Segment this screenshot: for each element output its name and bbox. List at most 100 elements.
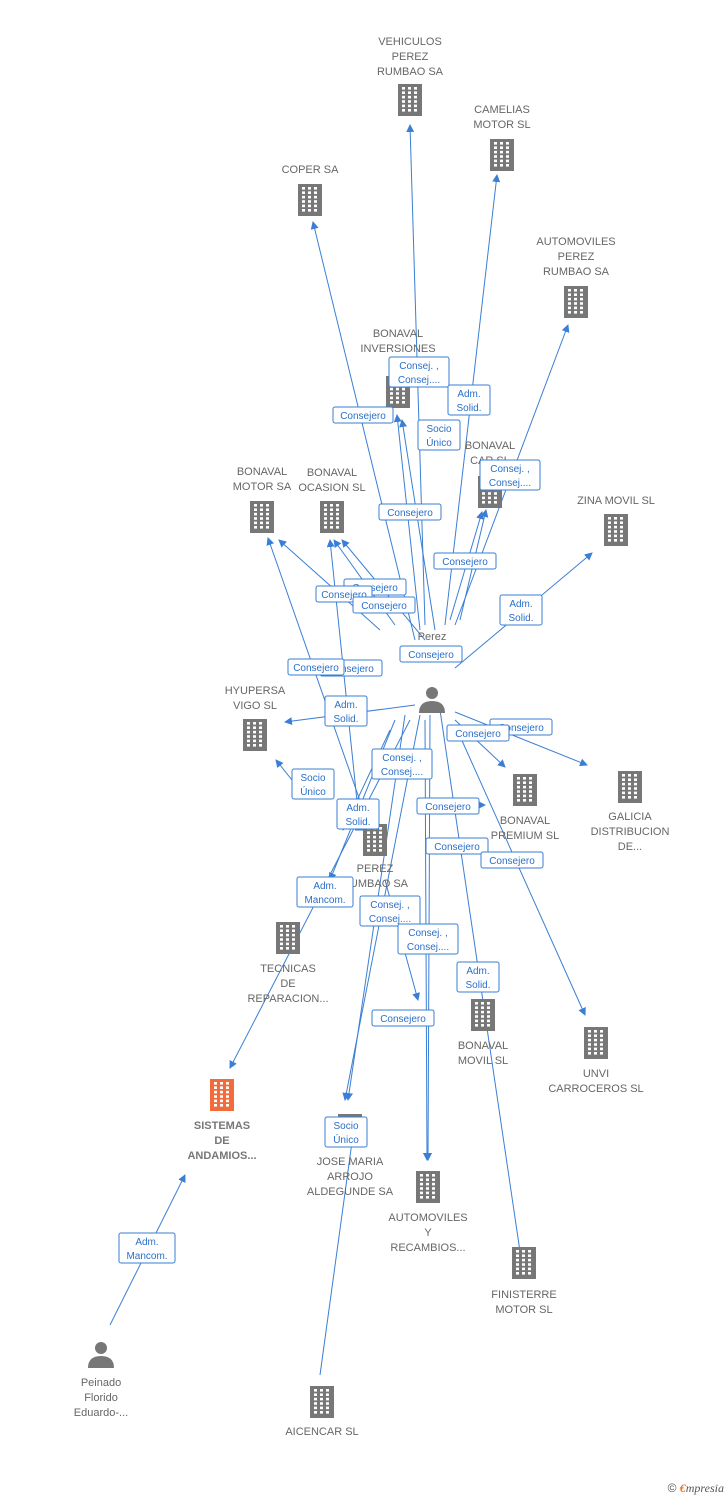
edge-label[interactable]: Adm. Mancom.	[296, 876, 354, 908]
node-perez-joaquin[interactable]: PerezJoaquin	[413, 631, 452, 713]
edge-label[interactable]: Consejero	[399, 645, 463, 663]
edge-label-text: Adm.	[466, 966, 489, 977]
edge-label-text: Único	[333, 1133, 359, 1146]
edge-label-text: Socio	[333, 1121, 358, 1132]
edge-label-text: Consej. ,	[490, 464, 529, 475]
edge-label[interactable]: Adm.Solid.	[324, 695, 368, 727]
edge-label[interactable]: Consej. ,Consej....	[397, 923, 459, 955]
edge-label-text: Consejero	[442, 557, 488, 568]
edge-label[interactable]: Consej. ,Consej....	[479, 459, 541, 491]
node-label: Florido	[84, 1392, 118, 1404]
edge-label[interactable]: Adm.Solid.	[499, 594, 543, 626]
edge-label[interactable]: Adm. Mancom.	[118, 1232, 176, 1264]
person-icon	[88, 1342, 114, 1368]
edge-label[interactable]: Consej. ,Consej....	[371, 748, 433, 780]
node-label: DISTRIBUCION	[591, 826, 670, 838]
edge-label-text: Consejero	[340, 411, 386, 422]
node-label: ZINA MOVIL SL	[577, 495, 655, 507]
edge-label-text: Consejero	[380, 1014, 426, 1025]
edge-label[interactable]: Adm. Solid.	[456, 961, 500, 993]
node-label: MOTOR SL	[495, 1304, 552, 1316]
node-label: AICENCAR SL	[285, 1426, 358, 1438]
edge-label[interactable]: Consejero	[287, 658, 345, 676]
edge-label-text: Solid.	[345, 817, 370, 828]
edge-label[interactable]: Consejero	[332, 406, 394, 424]
node-tecnicas[interactable]: TECNICASDEREPARACION...	[247, 922, 329, 1005]
node-label: INVERSIONES	[360, 343, 435, 355]
node-label: CAMELIAS	[474, 104, 530, 116]
node-coper[interactable]: COPER SA	[282, 164, 340, 216]
edge-line	[399, 419, 436, 631]
node-label: ARROJO	[327, 1171, 373, 1183]
node-finisterre[interactable]: FINISTERRE MOTOR SL	[491, 1247, 557, 1316]
edge-label[interactable]: Adm.Solid.	[447, 384, 491, 416]
edge-label-text: Consejero	[455, 729, 501, 740]
node-galicia[interactable]: GALICIADISTRIBUCIONDE...	[591, 771, 670, 853]
edge-label[interactable]: Consejero	[433, 552, 497, 570]
node-peinado[interactable]: PeinadoFloridoEduardo-...	[74, 1342, 128, 1419]
node-label: BONAVAL	[307, 467, 357, 479]
edge-label-text: Consej. ,	[408, 928, 447, 939]
edge-label-text: Solid.	[465, 980, 490, 991]
edge-line	[454, 711, 588, 767]
building-icon	[250, 501, 274, 533]
node-label: CARROCEROS SL	[548, 1083, 643, 1095]
edge-label[interactable]: Consejero	[425, 837, 489, 855]
edge-label[interactable]: Consej. ,Consej....	[388, 356, 450, 388]
edge-label[interactable]: Consejero	[416, 797, 480, 815]
building-icon	[398, 84, 422, 116]
building-icon	[490, 139, 514, 171]
edge-label[interactable]: Consejero	[371, 1009, 435, 1027]
node-aicencar[interactable]: AICENCAR SL	[285, 1386, 359, 1438]
edge-label-text: Consejero	[361, 601, 407, 612]
node-zina[interactable]: ZINA MOVIL SL	[577, 495, 655, 546]
brand-logo[interactable]: €mpresia	[679, 1481, 724, 1495]
node-label: TECNICAS	[260, 963, 316, 975]
edge-line	[278, 539, 381, 631]
edge-label[interactable]: Consejero	[352, 596, 416, 614]
edge-label-text: Solid.	[456, 403, 481, 414]
node-label: FINISTERRE	[491, 1289, 556, 1301]
node-automoviles-recambios[interactable]: AUTOMOVILESYRECAMBIOS...	[388, 1171, 468, 1254]
edge-label-text: Adm.	[135, 1237, 158, 1248]
edge-label-text: Adm.	[313, 881, 336, 892]
building-icon	[320, 501, 344, 533]
node-label: GALICIA	[608, 811, 652, 823]
edge-label[interactable]: Consejero	[446, 724, 510, 742]
edge-label-text: Adm.	[346, 803, 369, 814]
node-bonaval-ocasion[interactable]: BONAVAL OCASION SL	[298, 467, 366, 533]
edge-label[interactable]: Consejero	[480, 851, 544, 869]
building-icon	[513, 774, 537, 806]
building-icon	[471, 999, 495, 1031]
edge-label[interactable]: Consejero	[378, 503, 442, 521]
node-label: OCASION SL	[298, 482, 365, 494]
building-icon	[618, 771, 642, 803]
node-label: Eduardo-...	[74, 1407, 128, 1419]
building-icon	[564, 286, 588, 318]
edge-label[interactable]: Adm. Solid.	[336, 798, 380, 830]
edge-label-text: Mancom.	[304, 895, 345, 906]
edge-label-text: Consejero	[387, 508, 433, 519]
edge-label-text: Consejero	[321, 590, 367, 601]
node-label: COPER SA	[282, 164, 340, 176]
node-sistemas[interactable]: SISTEMASDEANDAMIOS...	[187, 1079, 257, 1162]
edge-label-text: Adm.	[334, 700, 357, 711]
edge-line	[310, 221, 416, 641]
edge-label-text: Mancom.	[126, 1251, 167, 1262]
edge-label[interactable]: Consej. ,Consej....	[359, 895, 421, 927]
building-icon	[298, 184, 322, 216]
